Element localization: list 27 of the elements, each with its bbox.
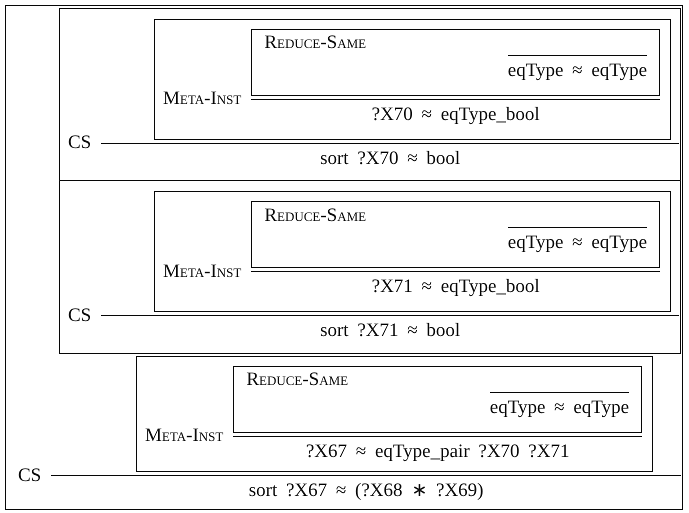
formula: ?X67 ≈ eqType_pair ?X70 ?X71 xyxy=(306,440,570,464)
proof-box xyxy=(59,8,681,182)
rule-name: Meta-Inst xyxy=(163,260,242,283)
proof-frame xyxy=(5,5,683,510)
rule-name: Meta-Inst xyxy=(145,425,224,447)
rule-name: Reduce-Same xyxy=(264,204,366,228)
proof-box xyxy=(233,366,642,433)
rule-name: CS xyxy=(18,464,42,487)
rule-name: Reduce-Same xyxy=(264,32,366,56)
proof-box xyxy=(136,356,653,472)
formula: sort ?X71 ≈ bool xyxy=(320,320,460,343)
proof-box xyxy=(59,180,681,354)
proof-box xyxy=(154,19,671,140)
rule-name: CS xyxy=(68,304,92,326)
formula: eqType ≈ eqType xyxy=(508,60,647,83)
formula: sort ?X67 ≈ (?X68 ∗ ?X69) xyxy=(248,480,484,504)
rule-name: Meta-Inst xyxy=(163,88,242,110)
proof-box xyxy=(251,201,660,268)
rule-name: Reduce-Same xyxy=(246,368,348,392)
proof-box xyxy=(154,191,671,312)
formula: sort ?X70 ≈ bool xyxy=(320,148,460,170)
proof-box xyxy=(251,29,660,96)
formula: eqType ≈ eqType xyxy=(508,232,647,256)
rule-name: CS xyxy=(68,132,92,154)
formula: eqType ≈ eqType xyxy=(490,396,629,420)
formula: ?X70 ≈ eqType_bool xyxy=(372,104,540,127)
formula: ?X71 ≈ eqType_bool xyxy=(372,276,540,299)
